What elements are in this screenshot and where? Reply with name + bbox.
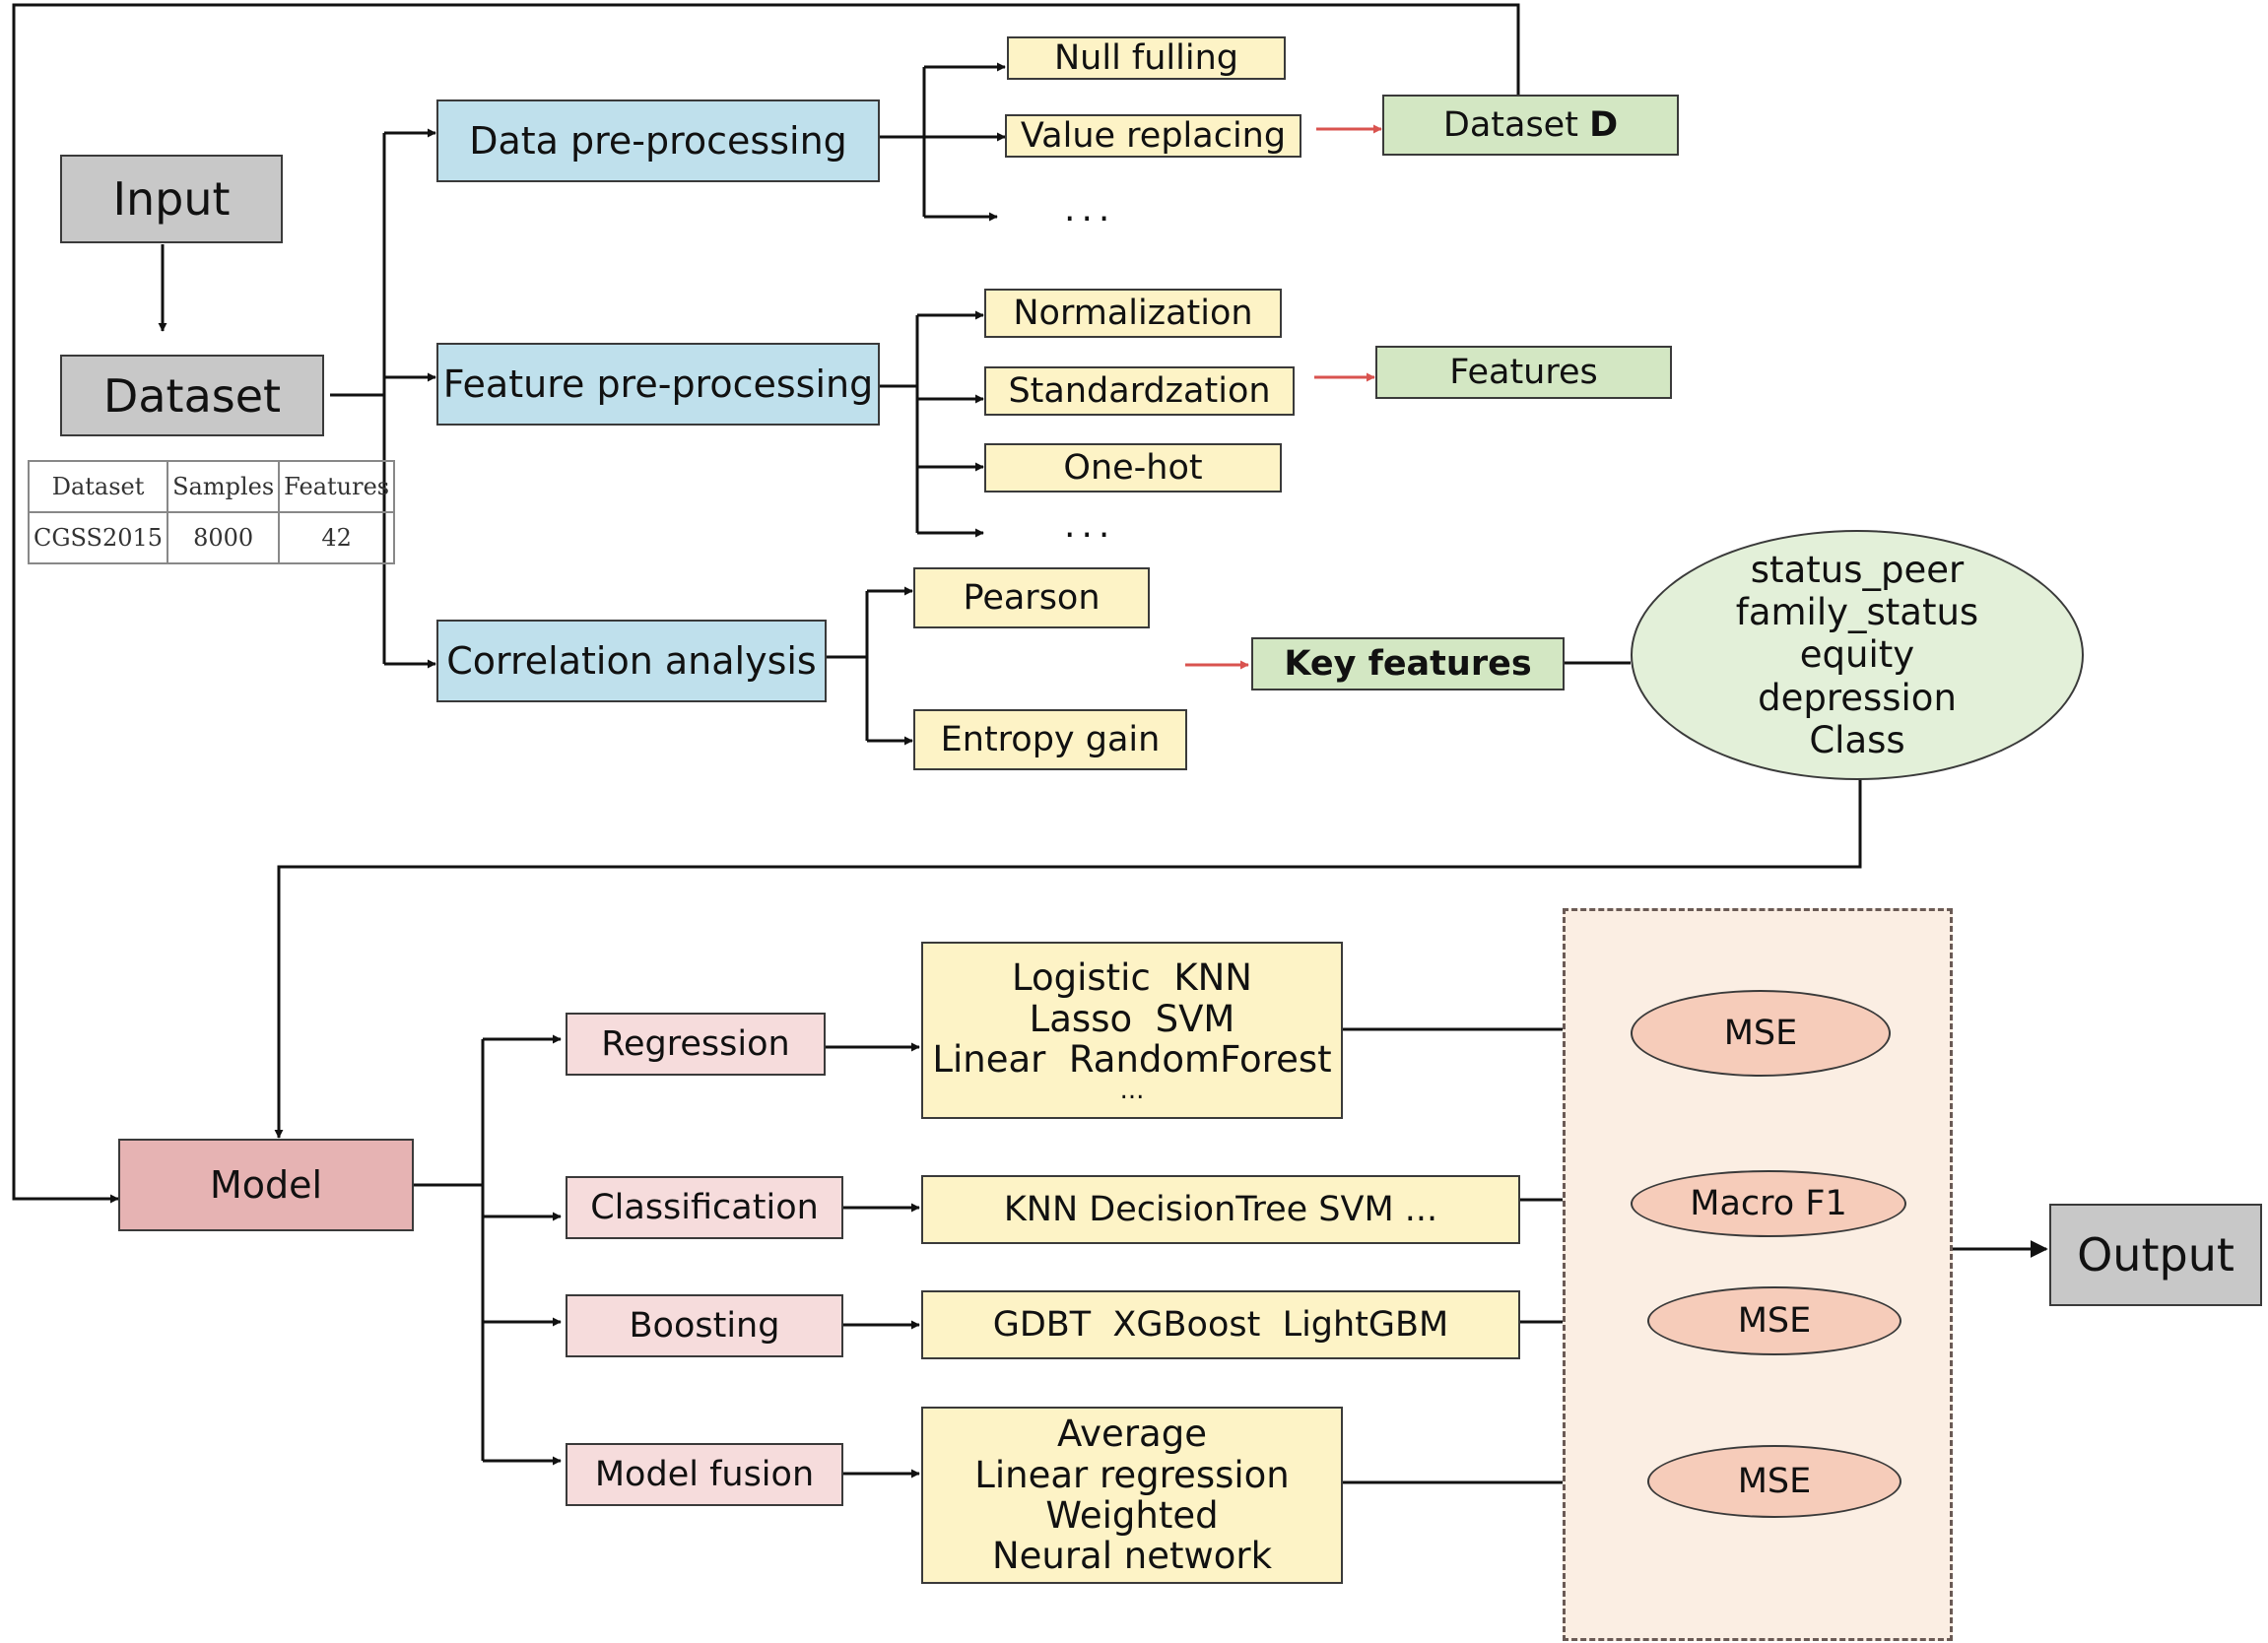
key-features-ellipse: status_peer family_status equity depress… xyxy=(1631,530,2084,780)
algorithm-line: ... xyxy=(1119,1076,1145,1106)
dataset-box: Dataset xyxy=(60,355,324,436)
classification-algorithms-box: KNN DecisionTree SVM ... xyxy=(921,1175,1520,1244)
dataset-table: Dataset Samples Features CGSS2015 8000 4… xyxy=(27,460,396,564)
table-cell: 42 xyxy=(278,511,396,564)
model-branch-line xyxy=(414,1039,485,1461)
feedback-loop-arrow xyxy=(12,3,1520,1204)
algorithm-line: Average xyxy=(1057,1413,1207,1456)
input-box: Input xyxy=(60,155,283,243)
dataset-d-letter: D xyxy=(1589,105,1619,145)
feature-steps-ellipsis: ... xyxy=(1064,505,1116,546)
entropy-gain-box: Entropy gain xyxy=(913,709,1187,770)
data-preprocessing-box: Data pre-processing xyxy=(436,99,880,182)
table-cell: CGSS2015 xyxy=(27,511,169,564)
key-feature-item: equity xyxy=(1799,633,1915,677)
dataset-branch-line xyxy=(330,133,386,664)
ellipse-to-model-arrow xyxy=(274,778,1862,1139)
data-steps-ellipsis: ... xyxy=(1064,189,1116,230)
features-box: Features xyxy=(1375,346,1672,399)
correlation-branch-line xyxy=(827,591,869,741)
boosting-box: Boosting xyxy=(566,1294,843,1357)
algorithm-line: Lasso SVM xyxy=(1029,997,1235,1040)
one-hot-box: One-hot xyxy=(984,443,1282,493)
key-features-box: Key features xyxy=(1251,637,1565,690)
key-feature-item: Class xyxy=(1809,718,1905,761)
output-box: Output xyxy=(2049,1204,2262,1306)
feature-branch-line xyxy=(880,315,919,533)
metric-macro-f1: Macro F1 xyxy=(1631,1170,1906,1237)
metric-mse-boosting: MSE xyxy=(1647,1286,1901,1355)
table-row: CGSS2015 8000 42 xyxy=(27,511,396,564)
model-fusion-box: Model fusion xyxy=(566,1443,843,1506)
regression-box: Regression xyxy=(566,1013,826,1076)
standardzation-box: Standardzation xyxy=(984,366,1295,416)
pearson-box: Pearson xyxy=(913,567,1150,628)
table-header-cell: Features xyxy=(278,460,396,513)
model-box: Model xyxy=(118,1139,414,1231)
regression-algorithms-box: Logistic KNN Lasso SVM Linear RandomFore… xyxy=(921,942,1343,1119)
metric-mse-regression: MSE xyxy=(1631,990,1891,1077)
key-feature-item: depression xyxy=(1758,676,1957,719)
classification-box: Classification xyxy=(566,1176,843,1239)
dataset-d-label: Dataset xyxy=(1442,105,1590,145)
metric-mse-fusion: MSE xyxy=(1647,1445,1901,1518)
data-branch-line xyxy=(880,67,926,217)
algorithm-line: Linear regression xyxy=(974,1453,1290,1496)
algorithm-line: Linear RandomForest xyxy=(932,1038,1332,1082)
algorithm-line: Logistic KNN xyxy=(1012,956,1252,1000)
value-replacing-box: Value replacing xyxy=(1005,114,1301,158)
correlation-analysis-box: Correlation analysis xyxy=(436,620,827,702)
fusion-algorithms-box: Average Linear regression Weighted Neura… xyxy=(921,1407,1343,1584)
table-header-cell: Samples xyxy=(167,460,281,513)
algorithm-line: Weighted xyxy=(1045,1494,1219,1537)
table-cell: 8000 xyxy=(167,511,281,564)
table-header-row: Dataset Samples Features xyxy=(27,460,396,513)
dataset-d-box: Dataset D xyxy=(1382,95,1679,156)
key-feature-item: family_status xyxy=(1735,591,1979,634)
algorithm-line: Neural network xyxy=(991,1535,1273,1578)
boosting-algorithms-box: GDBT XGBoost LightGBM xyxy=(921,1290,1520,1359)
feature-preprocessing-box: Feature pre-processing xyxy=(436,343,880,426)
null-fulling-box: Null fulling xyxy=(1007,36,1286,80)
table-header-cell: Dataset xyxy=(27,460,169,513)
key-feature-item: status_peer xyxy=(1750,548,1965,591)
normalization-box: Normalization xyxy=(984,289,1282,338)
